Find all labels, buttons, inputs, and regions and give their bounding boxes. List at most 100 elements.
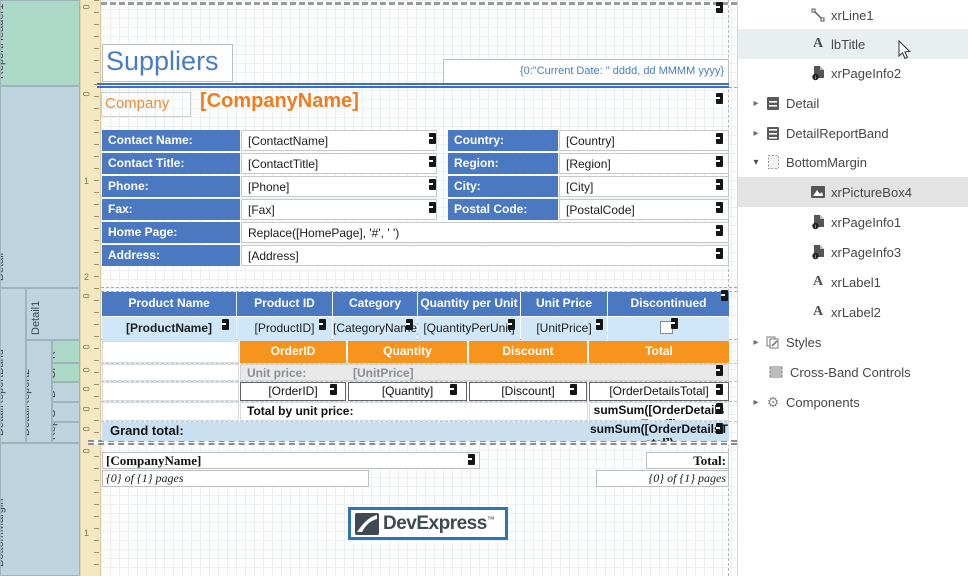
tree-item-xrpageinfo3[interactable]: i xrPageInfo3: [738, 237, 968, 267]
smart-tag-icon[interactable]: [429, 202, 436, 213]
header-line[interactable]: [97, 83, 729, 88]
tree-item-styles[interactable]: ▸ Styles: [738, 327, 968, 357]
total-by-unit-price-expression[interactable]: sumSum([OrderDetailsTotal]): [589, 402, 729, 421]
chevron-right-icon[interactable]: ▸: [753, 127, 759, 139]
tree-item-xrlabel1[interactable]: A xrLabel1: [738, 267, 968, 297]
contact-value[interactable]: [PostalCode]: [559, 199, 729, 220]
product-field[interactable]: [UnitPrice]: [521, 317, 607, 341]
product-header[interactable]: Product Name: [102, 292, 236, 316]
footer-total-label[interactable]: Total:: [646, 452, 729, 469]
smart-tag-icon[interactable]: [716, 179, 723, 190]
order-header[interactable]: Quantity: [348, 341, 467, 363]
contact-label[interactable]: Address:: [102, 245, 240, 266]
contact-value[interactable]: [ContactTitle]: [241, 153, 437, 174]
contact-label[interactable]: Postal Code:: [448, 199, 558, 220]
smart-tag-icon[interactable]: [721, 290, 728, 301]
contact-label[interactable]: Fax:: [102, 199, 240, 220]
smart-tag-icon[interactable]: [716, 133, 723, 144]
order-header[interactable]: Total: [589, 341, 729, 363]
order-empty-cell[interactable]: [102, 341, 239, 363]
contact-value[interactable]: [Country]: [559, 130, 729, 151]
band-group-header2[interactable]: Gr: [52, 363, 80, 382]
smart-tag-icon[interactable]: [468, 454, 475, 465]
tree-item-lbtitle[interactable]: A lbTitle: [738, 29, 968, 59]
product-header[interactable]: Product ID: [237, 292, 332, 316]
smart-tag-icon[interactable]: [570, 384, 577, 395]
chevron-down-icon[interactable]: ▾: [753, 156, 759, 168]
smart-tag-icon[interactable]: [222, 319, 229, 330]
tree-item-components[interactable]: ▸ ⚙ Components: [738, 387, 968, 417]
smart-tag-icon[interactable]: [716, 403, 723, 414]
smart-tag-icon[interactable]: [429, 179, 436, 190]
tree-item-detail[interactable]: ▸ Detail: [738, 88, 968, 118]
smart-tag-icon[interactable]: [716, 2, 723, 13]
product-field[interactable]: [CategoryName]: [333, 317, 420, 341]
tree-item-xrpicturebox4[interactable]: xrPictureBox4: [738, 177, 968, 207]
chevron-right-icon[interactable]: ▸: [753, 336, 759, 348]
smart-tag-icon[interactable]: [716, 202, 723, 213]
product-header[interactable]: Unit Price: [521, 292, 607, 316]
tree-item-detailreportband[interactable]: ▸ DetailReportBand: [738, 118, 968, 148]
order-field[interactable]: [OrderID]: [240, 382, 346, 401]
contact-value[interactable]: [ContactName]: [241, 130, 437, 151]
smart-tag-icon[interactable]: [596, 319, 603, 330]
band-detail[interactable]: Detail: [0, 86, 80, 288]
chevron-right-icon[interactable]: ▸: [753, 97, 759, 109]
contact-label[interactable]: City:: [448, 176, 558, 197]
smart-tag-icon[interactable]: [330, 384, 337, 395]
order-header[interactable]: Discount: [469, 341, 587, 363]
contact-label[interactable]: Country:: [448, 130, 558, 151]
current-date-expression[interactable]: {0:"Current Date: " dddd, dd MMMM yyyy}: [443, 59, 729, 84]
tree-item-xrline1[interactable]: xrLine1: [738, 0, 968, 30]
contact-value[interactable]: [Phone]: [241, 176, 437, 197]
footer-company-name[interactable]: [CompanyName]: [102, 452, 480, 469]
order-empty-cell[interactable]: [102, 364, 239, 381]
chevron-right-icon[interactable]: ▸: [753, 396, 759, 408]
order-field[interactable]: [OrderDetailsTotal]: [589, 382, 729, 401]
band-group-header1[interactable]: R: [52, 340, 80, 363]
contact-label[interactable]: Phone:: [102, 176, 240, 197]
band-detail-report-band[interactable]: DetailReportBand: [0, 288, 26, 443]
smart-tag-icon[interactable]: [716, 423, 723, 434]
smart-tag-icon[interactable]: [429, 133, 436, 144]
company-name-field[interactable]: [CompanyName]: [200, 90, 359, 112]
smart-tag-icon[interactable]: [716, 384, 723, 395]
smart-tag-icon[interactable]: [508, 319, 515, 330]
contact-value[interactable]: [City]: [559, 176, 729, 197]
product-field[interactable]: [ProductID]: [237, 317, 332, 341]
order-header[interactable]: OrderID: [240, 341, 346, 363]
tree-item-xrpageinfo2[interactable]: i xrPageInfo2: [738, 58, 968, 88]
smart-tag-icon[interactable]: [406, 319, 413, 330]
contact-value[interactable]: [Address]: [241, 245, 729, 266]
total-by-unit-price-label[interactable]: Total by unit price:: [240, 402, 588, 421]
company-caption[interactable]: Company: [101, 92, 191, 117]
product-field[interactable]: [ProductName]: [102, 317, 236, 341]
contact-label[interactable]: Contact Title:: [102, 153, 240, 174]
contact-value[interactable]: Replace([HomePage], '#', ' '): [241, 222, 729, 243]
title-label[interactable]: Suppliers: [102, 44, 233, 82]
grand-total-row[interactable]: Grand total: sumSum([OrderDetailsTotal]): [102, 422, 729, 441]
product-header[interactable]: Discontinued: [608, 292, 729, 316]
page-info-pages-left[interactable]: {0} of {1} pages: [102, 470, 369, 487]
contact-label[interactable]: Home Page:: [102, 222, 240, 243]
tree-item-bottommargin[interactable]: ▾ BottomMargin: [738, 147, 968, 177]
band-bottom-margin[interactable]: BottomMargin: [0, 443, 80, 576]
smart-tag-icon[interactable]: [716, 156, 723, 167]
order-empty-cell[interactable]: [102, 382, 239, 401]
order-field[interactable]: [Discount]: [469, 382, 587, 401]
band-report-header[interactable]: ReportHeader1: [0, 0, 80, 86]
band-detail-report2[interactable]: DetailReport2: [26, 340, 52, 443]
smart-tag-icon[interactable]: [671, 318, 678, 329]
devexpress-logo[interactable]: DevExpress ™: [348, 507, 508, 540]
unit-price-row[interactable]: Unit price: [UnitPrice]: [240, 364, 729, 381]
page-info-pages-right[interactable]: {0} of {1} pages: [596, 470, 729, 487]
smart-tag-icon[interactable]: [450, 384, 457, 395]
tree-item-xrpageinfo1[interactable]: i xrPageInfo1: [738, 207, 968, 237]
smart-tag-icon[interactable]: [716, 248, 723, 259]
product-header[interactable]: Category: [333, 292, 417, 316]
contact-label[interactable]: Region:: [448, 153, 558, 174]
tree-item-xrlabel2[interactable]: A xrLabel2: [738, 297, 968, 327]
smart-tag-icon[interactable]: [319, 319, 326, 330]
order-empty-cell[interactable]: [102, 402, 239, 421]
smart-tag-icon[interactable]: [716, 93, 723, 104]
